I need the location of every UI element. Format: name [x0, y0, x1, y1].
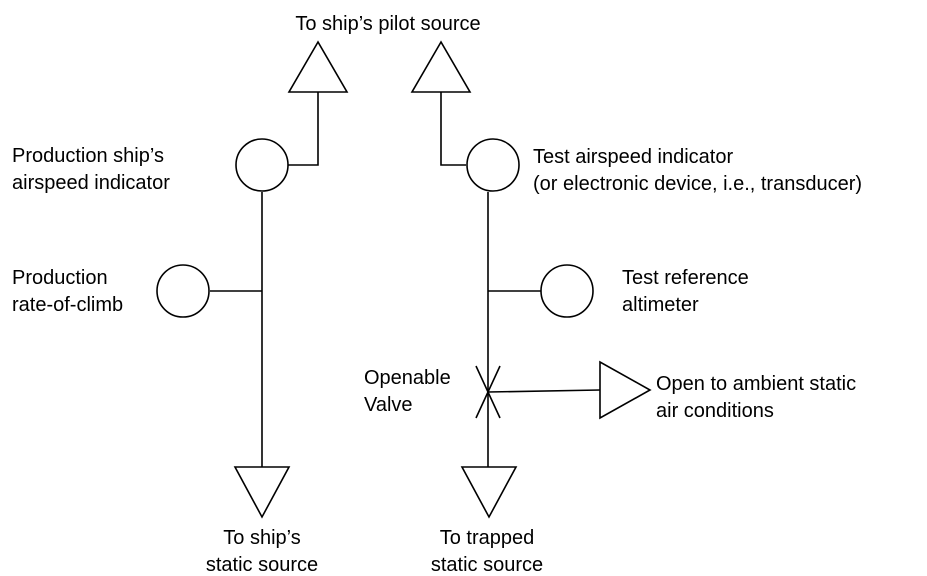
ships-static-label-line1: To ship’s: [223, 527, 300, 549]
valve-label-line2: Valve: [364, 394, 413, 416]
ambient-label-line1: Open to ambient static: [656, 373, 856, 395]
trapped-static-label-line2: static source: [431, 554, 543, 576]
ambient-label-line2: air conditions: [656, 400, 774, 422]
test-altimeter-label-line1: Test reference: [622, 267, 749, 289]
ambient-static-vent-triangle: [599, 360, 652, 420]
valve-label-line1: Openable: [364, 367, 451, 389]
test-reference-altimeter-circle: [540, 264, 594, 318]
test-airspeed-label-line2: (or electronic device, i.e., transducer): [533, 173, 862, 195]
test-pitot-line: [440, 92, 466, 166]
production-roc-label-line1: Production: [12, 267, 108, 289]
production-airspeed-indicator-circle: [235, 138, 289, 192]
test-altimeter-label-line2: altimeter: [622, 294, 699, 316]
trapped-static-source-triangle: [460, 466, 518, 519]
production-roc-label-line2: rate-of-climb: [12, 294, 123, 316]
test-pitot-source-triangle: [410, 40, 472, 93]
ships-static-source-triangle: [233, 466, 291, 519]
production-pitot-source-triangle: [287, 40, 349, 93]
production-rate-of-climb-circle: [156, 264, 210, 318]
ambient-vent-line: [487, 389, 601, 393]
trapped-static-label-line1: To trapped: [440, 527, 535, 549]
ships-static-label-line2: static source: [206, 554, 318, 576]
production-airspeed-label-line1: Production ship’s: [12, 145, 164, 167]
test-airspeed-indicator-circle: [466, 138, 520, 192]
test-airspeed-label-line1: Test airspeed indicator: [533, 146, 733, 168]
production-airspeed-label-line2: airspeed indicator: [12, 172, 170, 194]
production-pitot-line: [288, 92, 319, 166]
pilot-source-label: To ship’s pilot source: [295, 13, 480, 35]
